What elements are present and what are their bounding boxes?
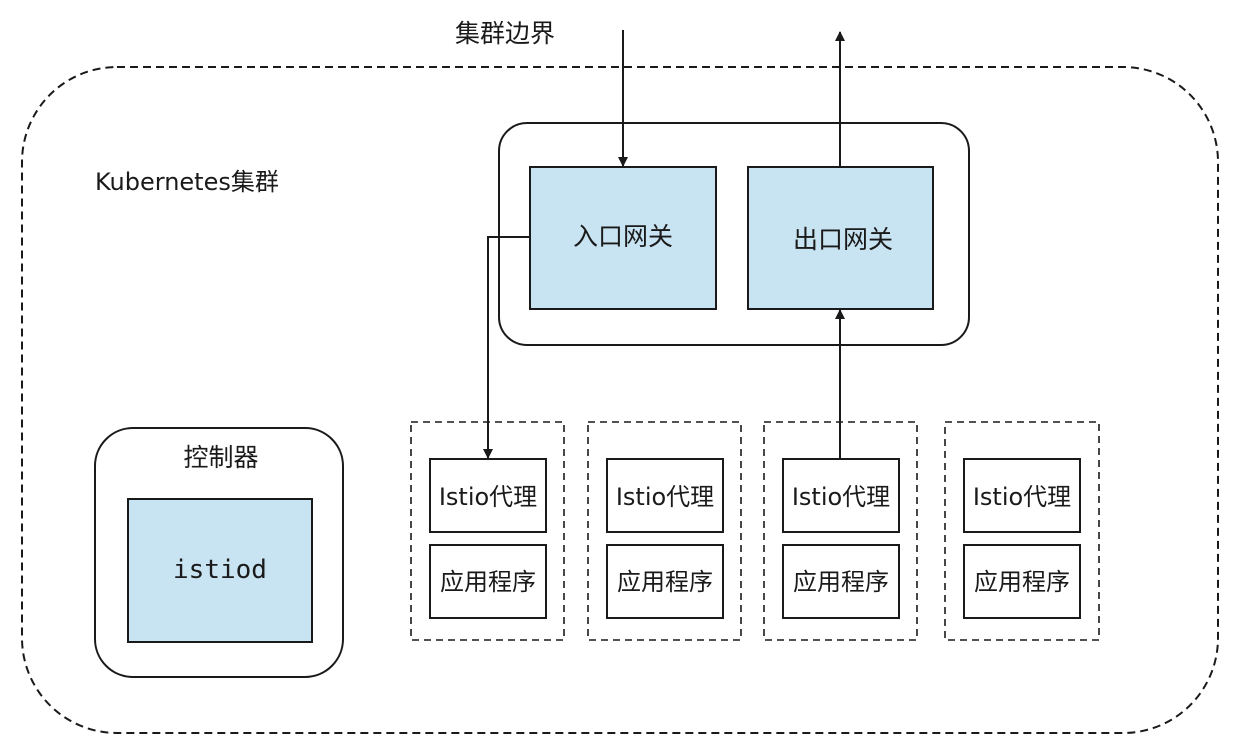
application-label: 应用程序 bbox=[974, 568, 1070, 596]
application-label: 应用程序 bbox=[793, 568, 889, 596]
pod-1: Istio代理 应用程序 bbox=[410, 421, 565, 641]
application-label: 应用程序 bbox=[617, 568, 713, 596]
controller-box: 控制器 istiod bbox=[94, 427, 344, 678]
istio-proxy-box bbox=[963, 458, 1081, 533]
application-label: 应用程序 bbox=[440, 568, 536, 596]
kubernetes-cluster-label: Kubernetes集群 bbox=[95, 168, 279, 196]
istiod-box bbox=[127, 498, 313, 643]
istio-proxy-box bbox=[782, 458, 900, 533]
egress-gateway: 出口网关 bbox=[747, 166, 934, 310]
istio-proxy-label: Istio代理 bbox=[792, 483, 890, 511]
istio-proxy-box bbox=[606, 458, 724, 533]
egress-gateway-label: 出口网关 bbox=[793, 225, 893, 254]
pod-4: Istio代理 应用程序 bbox=[944, 421, 1100, 641]
kubernetes-cluster-boundary bbox=[21, 66, 1219, 734]
ingress-to-proxy-arrow bbox=[483, 236, 530, 459]
istio-proxy-label: Istio代理 bbox=[616, 483, 714, 511]
controller-label: 控制器 bbox=[183, 443, 258, 472]
application-box bbox=[963, 544, 1081, 619]
cluster-boundary-label: 集群边界 bbox=[455, 19, 555, 48]
istio-proxy-box bbox=[429, 458, 547, 533]
application-box bbox=[429, 544, 547, 619]
ingress-gateway-label: 入口网关 bbox=[573, 222, 673, 251]
pod-2: Istio代理 应用程序 bbox=[587, 421, 742, 641]
application-box bbox=[782, 544, 900, 619]
istio-proxy-label: Istio代理 bbox=[973, 483, 1071, 511]
istio-proxy-label: Istio代理 bbox=[439, 483, 537, 511]
application-box bbox=[606, 544, 724, 619]
ingress-gateway: 入口网关 bbox=[529, 166, 717, 310]
istiod-label: istiod bbox=[173, 555, 267, 585]
